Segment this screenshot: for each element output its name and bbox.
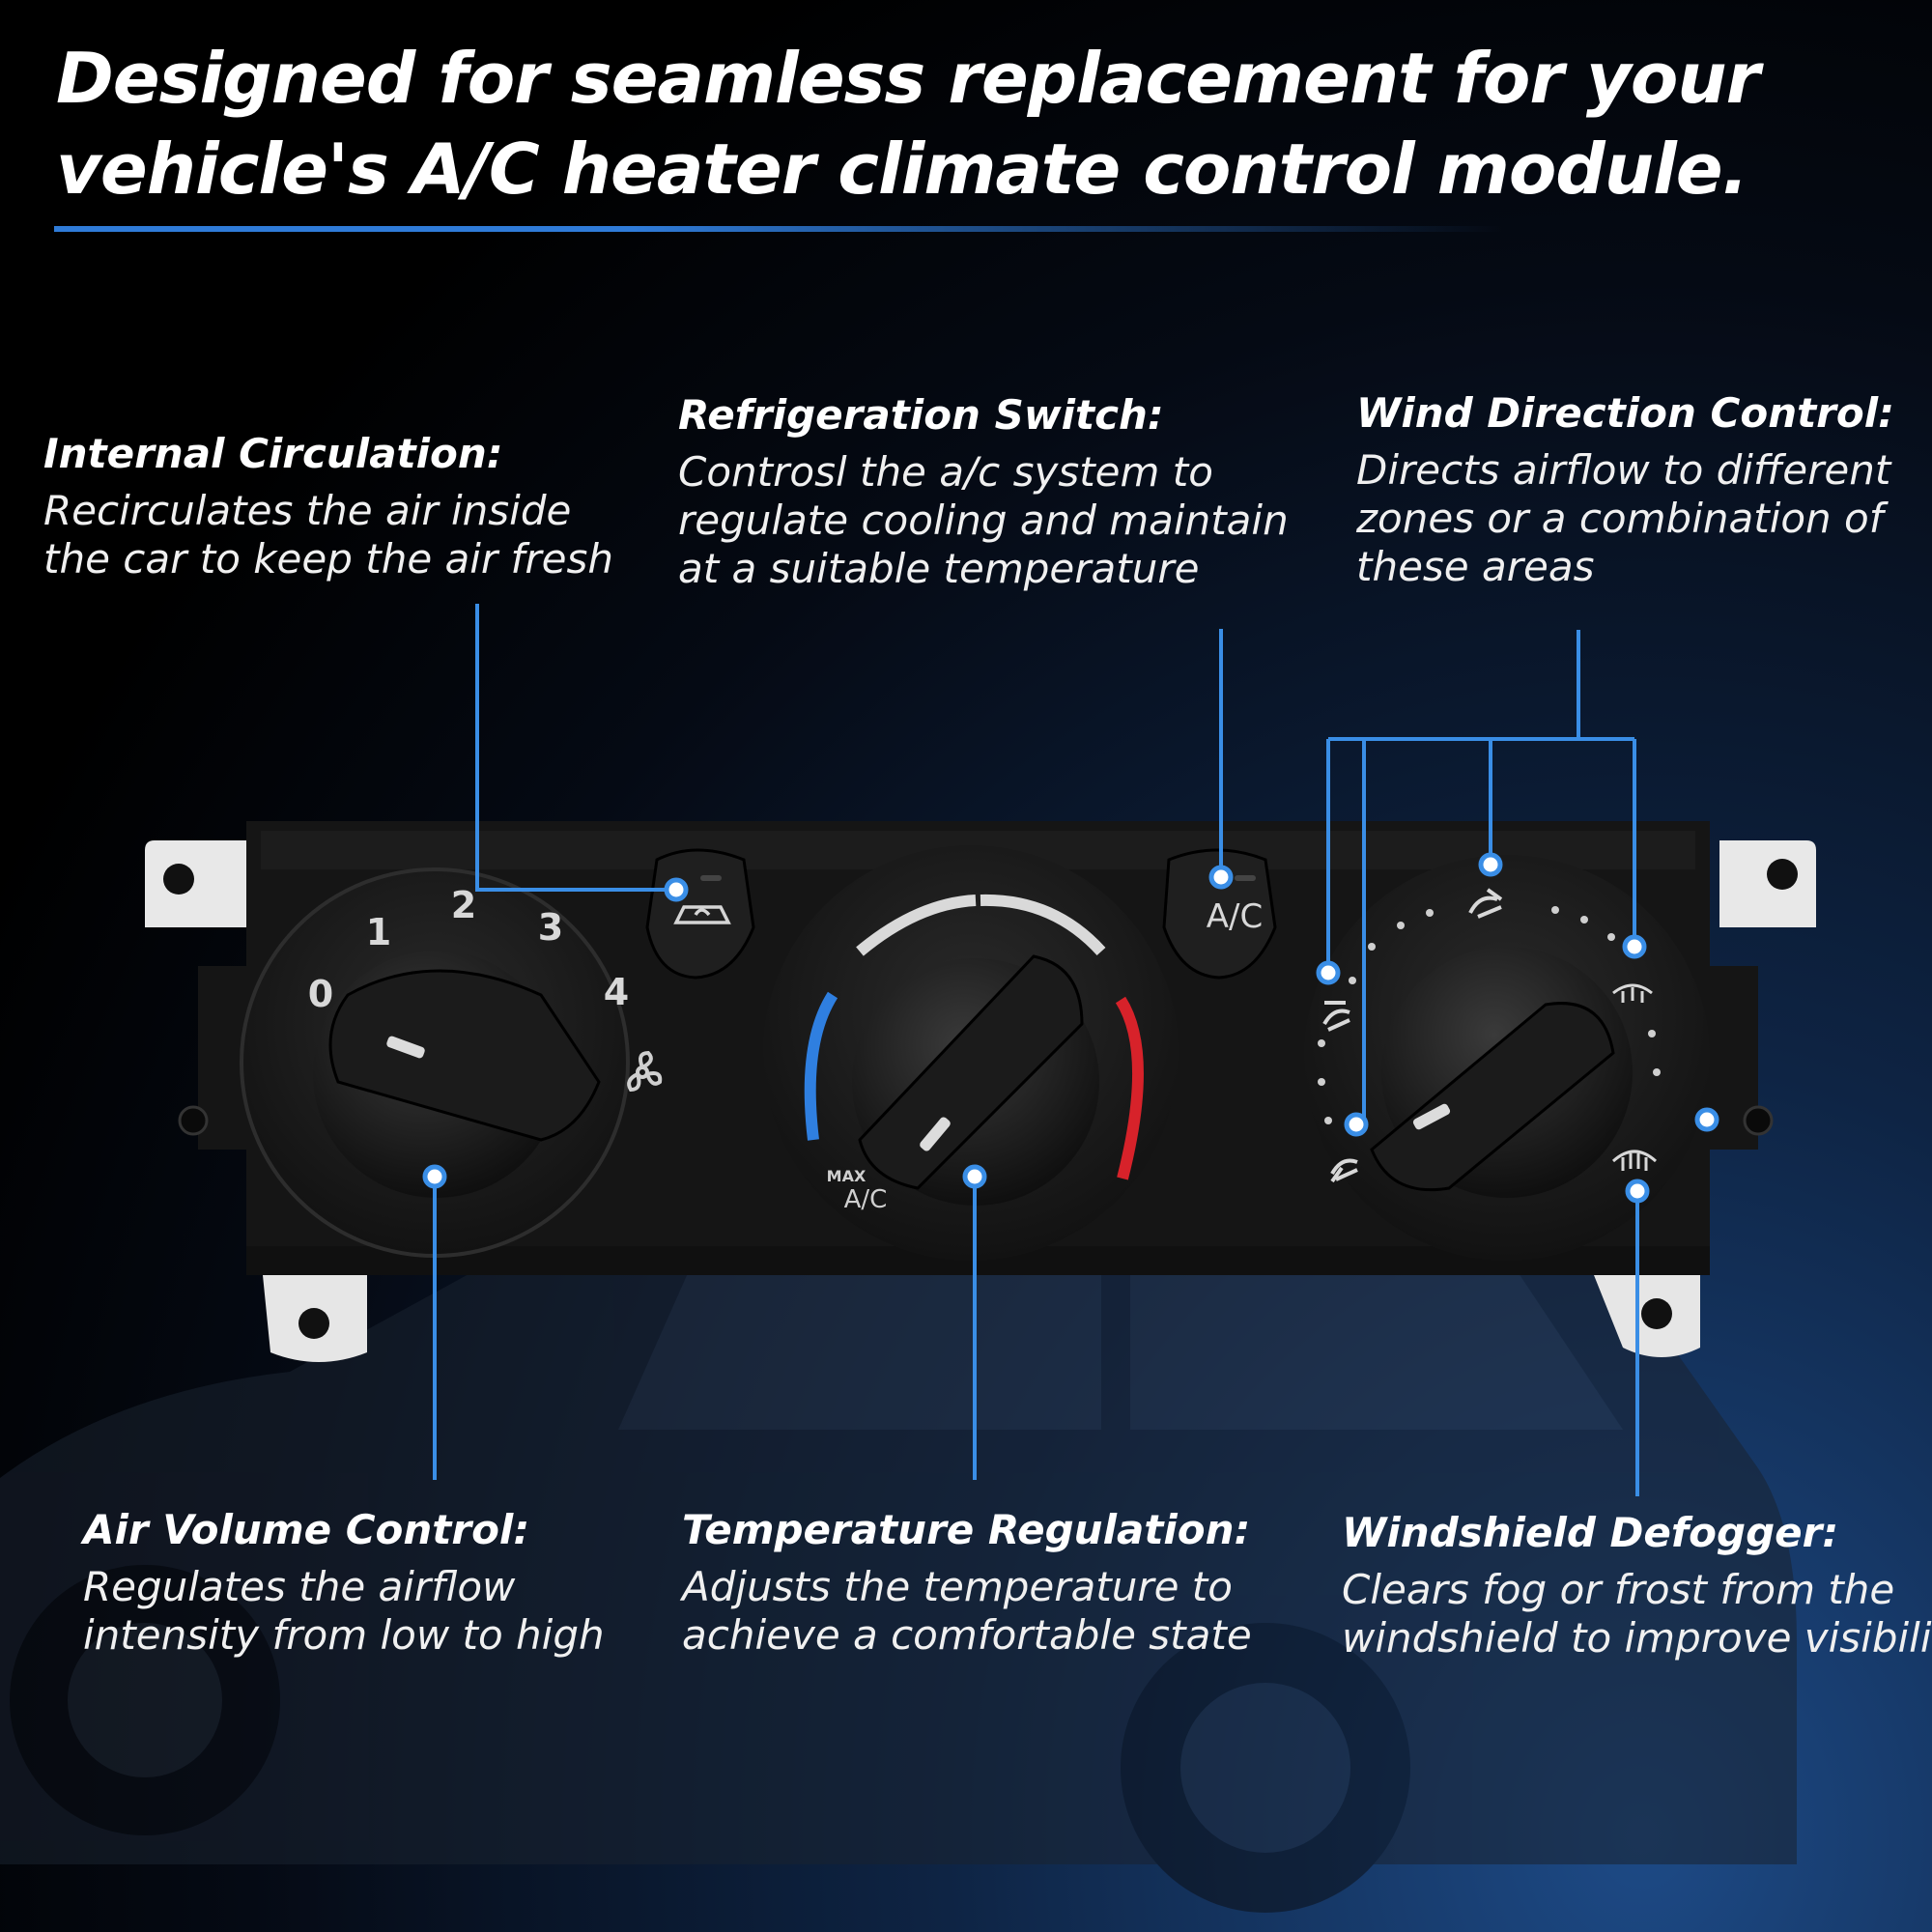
recirculation-led	[700, 875, 722, 881]
fan-icon	[627, 1050, 663, 1093]
recirculation-icon	[673, 905, 731, 924]
fan-speed-0: 0	[308, 973, 333, 1015]
temperature-scale-neutral	[856, 895, 977, 956]
ac-button[interactable]: A/C	[1162, 848, 1277, 980]
marker-floor-defrost	[1622, 934, 1647, 959]
fan-speed-4: 4	[604, 971, 629, 1013]
callout-markers	[422, 852, 1719, 1204]
temperature-knob-indicator	[920, 1117, 951, 1151]
wind-direction-desc: Directs airflow to different zones or a …	[1356, 446, 1891, 590]
refrigeration-switch-desc: Controsl the a/c system to regulate cool…	[678, 448, 1289, 592]
marker-ac	[1208, 865, 1234, 890]
marker-fan-knob	[422, 1164, 447, 1189]
fan-knob-indicator	[386, 1036, 425, 1059]
hot-zone-arc	[1115, 996, 1144, 1180]
cold-zone-arc	[804, 991, 838, 1141]
headline-underline	[54, 226, 1503, 232]
fan-speed-2: 2	[451, 884, 476, 926]
callout-leaders	[433, 604, 1639, 1496]
fan-speed-3: 3	[538, 906, 563, 949]
max-label: MAX	[827, 1167, 867, 1185]
wind-direction-title: Wind Direction Control:	[1356, 389, 1894, 437]
marker-floor	[1344, 1112, 1369, 1137]
air-volume-title: Air Volume Control:	[83, 1506, 530, 1553]
refrigeration-switch-title: Refrigeration Switch:	[678, 391, 1164, 439]
temperature-desc: Adjusts the temperature to achieve a com…	[682, 1563, 1252, 1659]
internal-circulation-desc: Recirculates the air inside the car to k…	[43, 487, 613, 582]
van-silhouette	[0, 1218, 1797, 1913]
left-mounting-bracket	[145, 840, 246, 927]
callout-windshield-defogger: Windshield Defogger: Clears fog or frost…	[1342, 1506, 1932, 1662]
defogger-title: Windshield Defogger:	[1342, 1509, 1839, 1556]
left-bracket-hole	[163, 864, 194, 895]
temperature-scale	[804, 894, 1144, 1180]
temperature-knob[interactable]	[852, 954, 1099, 1206]
marker-bilevel	[1316, 960, 1341, 985]
floor-vent-icon	[1330, 1158, 1358, 1183]
marker-defrost	[1625, 1179, 1650, 1204]
defogger-desc: Clears fog or frost from the windshield …	[1342, 1566, 1932, 1662]
max-ac-label: A/C	[844, 1185, 888, 1214]
marker-panel	[1478, 852, 1503, 877]
callout-temperature: Temperature Regulation: Adjusts the temp…	[682, 1503, 1252, 1660]
marker-recirculation	[664, 877, 689, 902]
screw-right	[1743, 1105, 1774, 1136]
temperature-title: Temperature Regulation:	[682, 1506, 1251, 1553]
callout-air-volume: Air Volume Control: Regulates the airflo…	[83, 1503, 605, 1660]
defrost-icon	[1611, 1150, 1658, 1171]
fan-speed-1: 1	[366, 911, 391, 953]
screw-left	[178, 1105, 209, 1136]
fan-speed-scale: 0 1 2 3 4	[308, 884, 629, 1015]
air-volume-desc: Regulates the airflow intensity from low…	[83, 1563, 605, 1659]
floor-defrost-icon	[1612, 983, 1653, 1003]
headline: Designed for seamless replacement for yo…	[56, 38, 1760, 210]
ac-led	[1235, 875, 1256, 881]
fan-speed-knob[interactable]	[313, 951, 601, 1198]
callout-refrigeration-switch: Refrigeration Switch: Controsl the a/c s…	[678, 388, 1289, 593]
leader-wind-direction	[1326, 630, 1636, 1122]
bilevel-icon	[1322, 1001, 1350, 1032]
right-mounting-bracket	[1719, 840, 1816, 927]
leader-internal-circulation	[475, 604, 676, 892]
mode-knob-indicator	[1412, 1103, 1451, 1130]
mode-knob[interactable]	[1370, 947, 1633, 1198]
mode-scale	[1318, 906, 1661, 1124]
panel-vent-icon	[1468, 888, 1503, 919]
marker-temperature-knob	[962, 1164, 987, 1189]
callout-wind-direction: Wind Direction Control: Directs airflow …	[1356, 386, 1894, 591]
callout-internal-circulation: Internal Circulation: Recirculates the a…	[43, 427, 613, 583]
marker-side	[1694, 1107, 1719, 1132]
ac-button-label: A/C	[1207, 897, 1263, 936]
internal-circulation-title: Internal Circulation:	[43, 430, 503, 477]
